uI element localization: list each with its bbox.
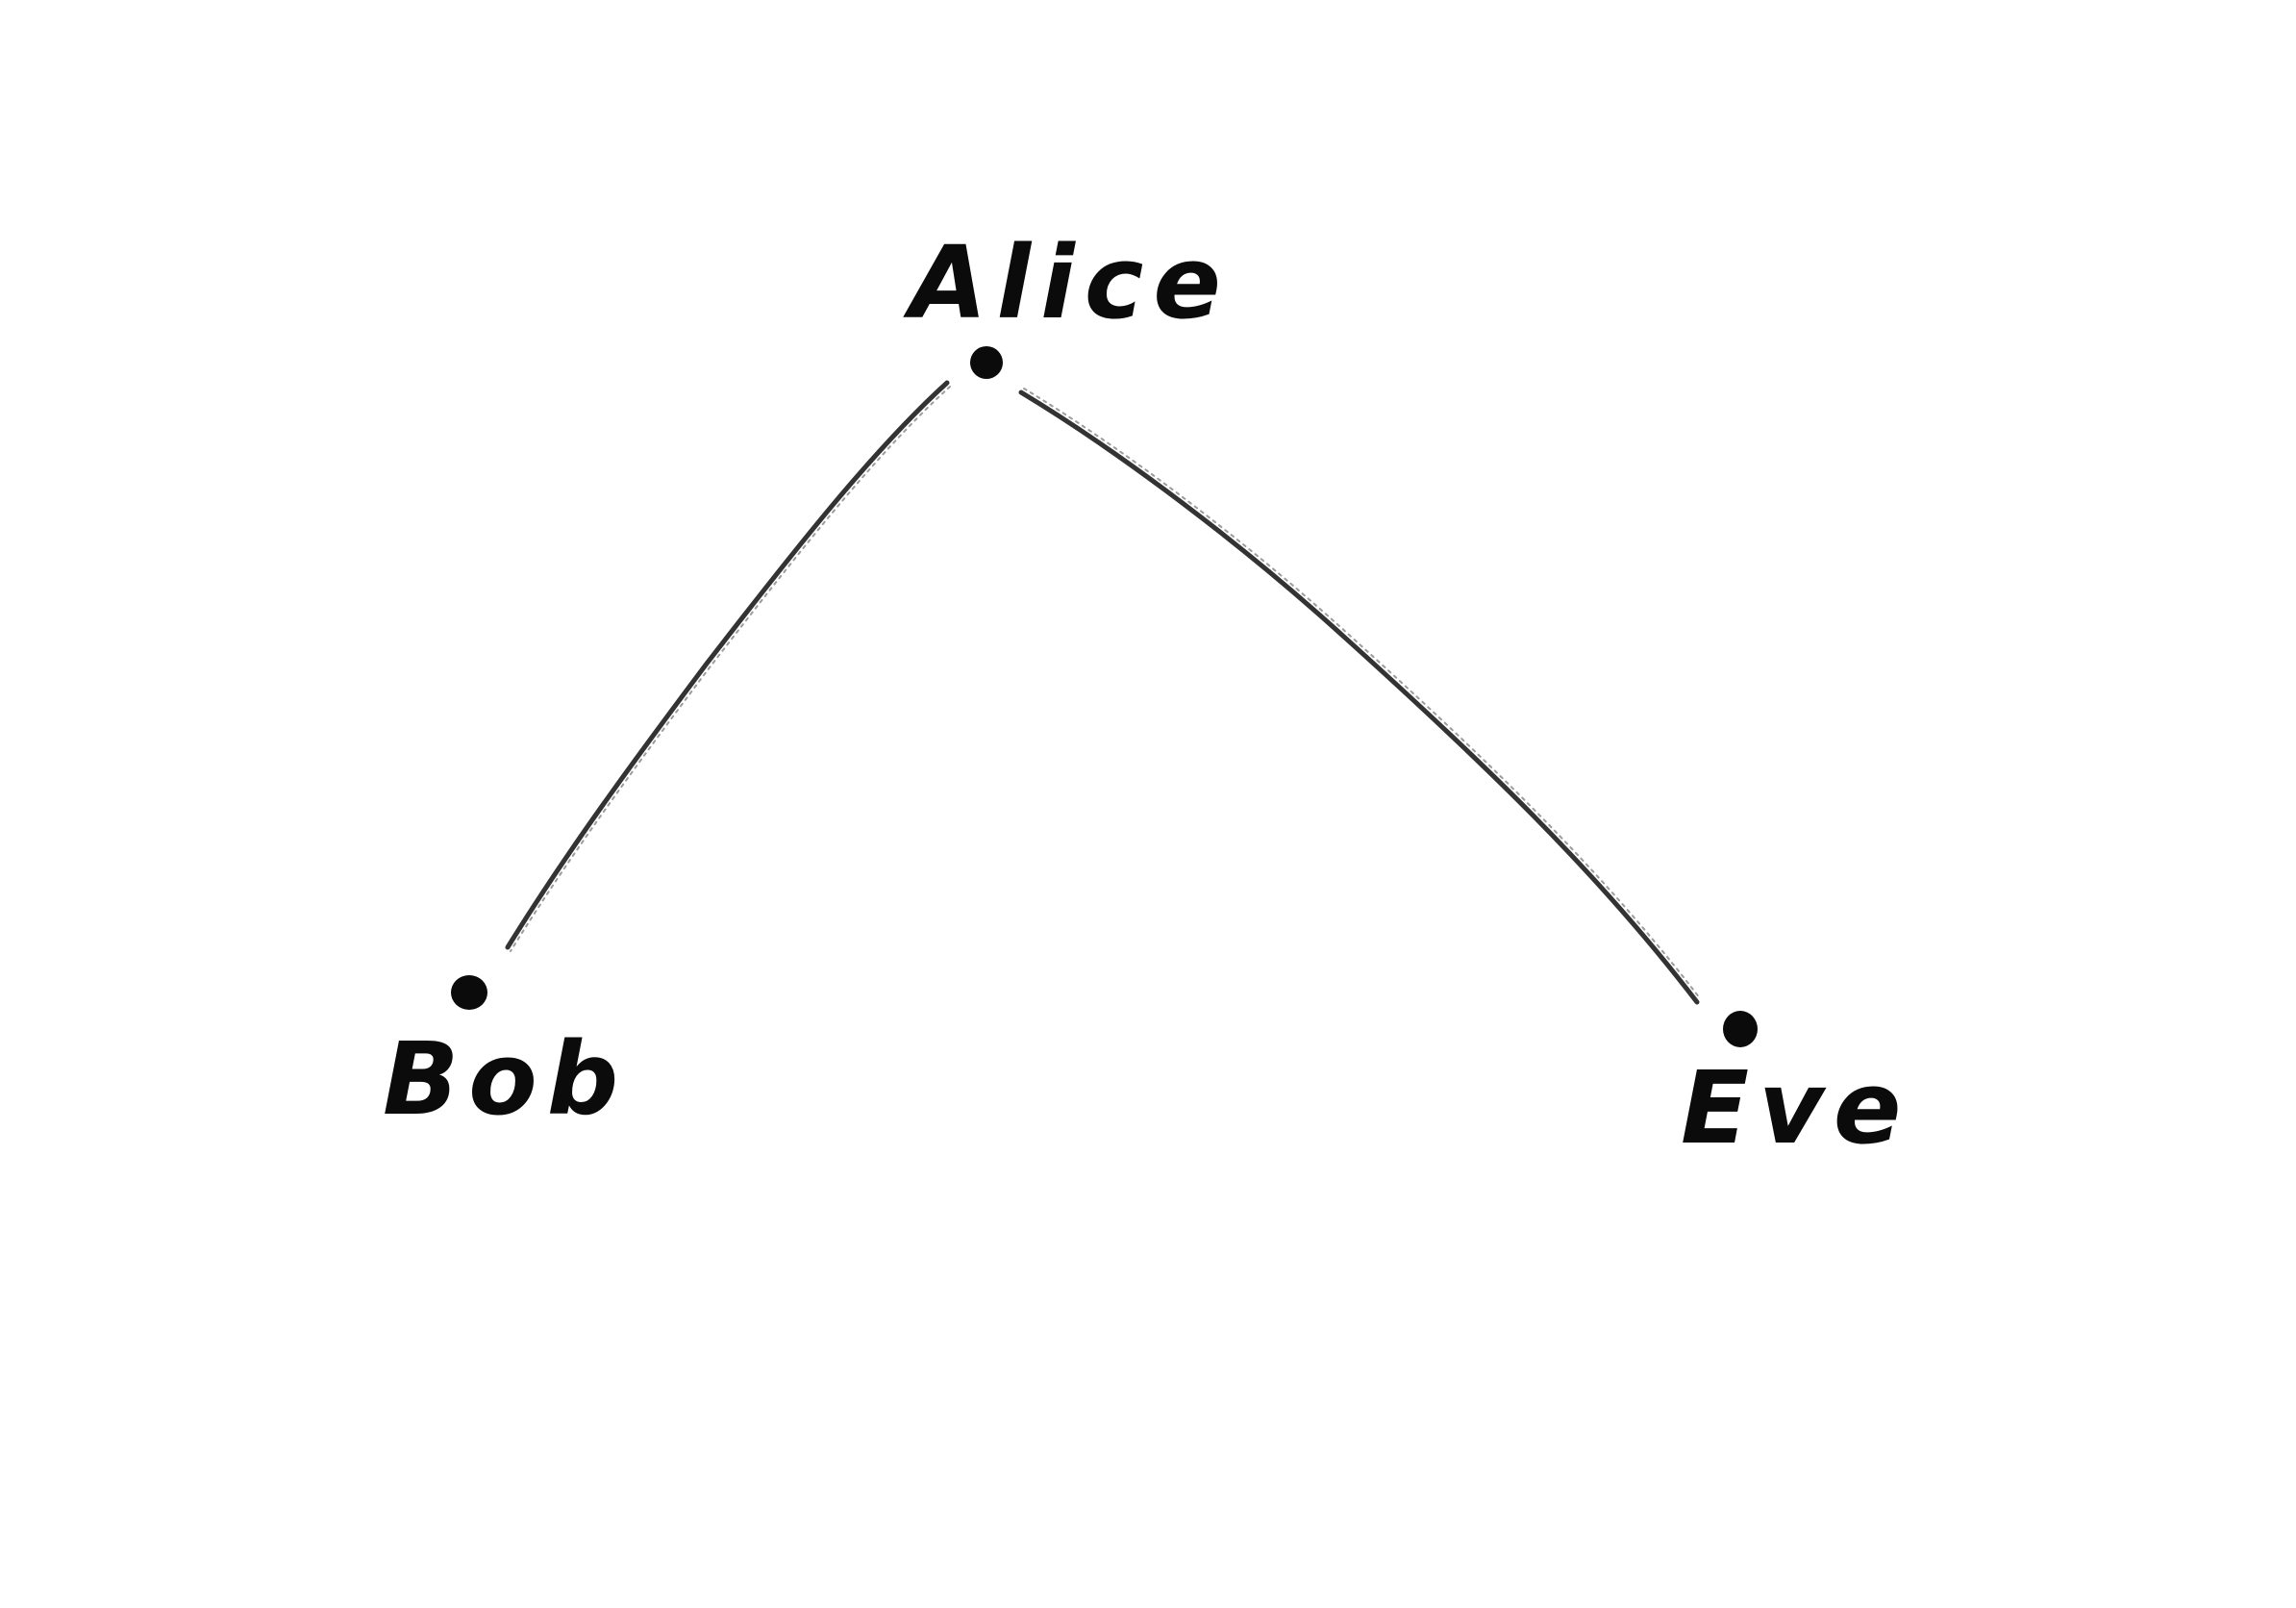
node-dot-eve [1723, 1011, 1758, 1047]
node-label-bob: Bob [383, 1020, 628, 1138]
node-label-alice: Alice [903, 224, 1231, 341]
node-eve: Eve [1681, 1011, 1910, 1167]
node-dot-alice [970, 346, 1003, 379]
edge-alice-eve-line [1018, 389, 1700, 1005]
edge-alice-bob-line [505, 380, 950, 950]
edge-alice-bob [505, 380, 951, 952]
node-bob: Bob [383, 975, 628, 1138]
node-dot-bob [451, 975, 487, 1010]
node-label-eve: Eve [1681, 1049, 1910, 1167]
edge-alice-eve [1018, 388, 1701, 1005]
node-alice: Alice [903, 224, 1231, 379]
edge-alice-bob-texture [510, 386, 951, 952]
edge-alice-eve-texture [1023, 388, 1701, 999]
